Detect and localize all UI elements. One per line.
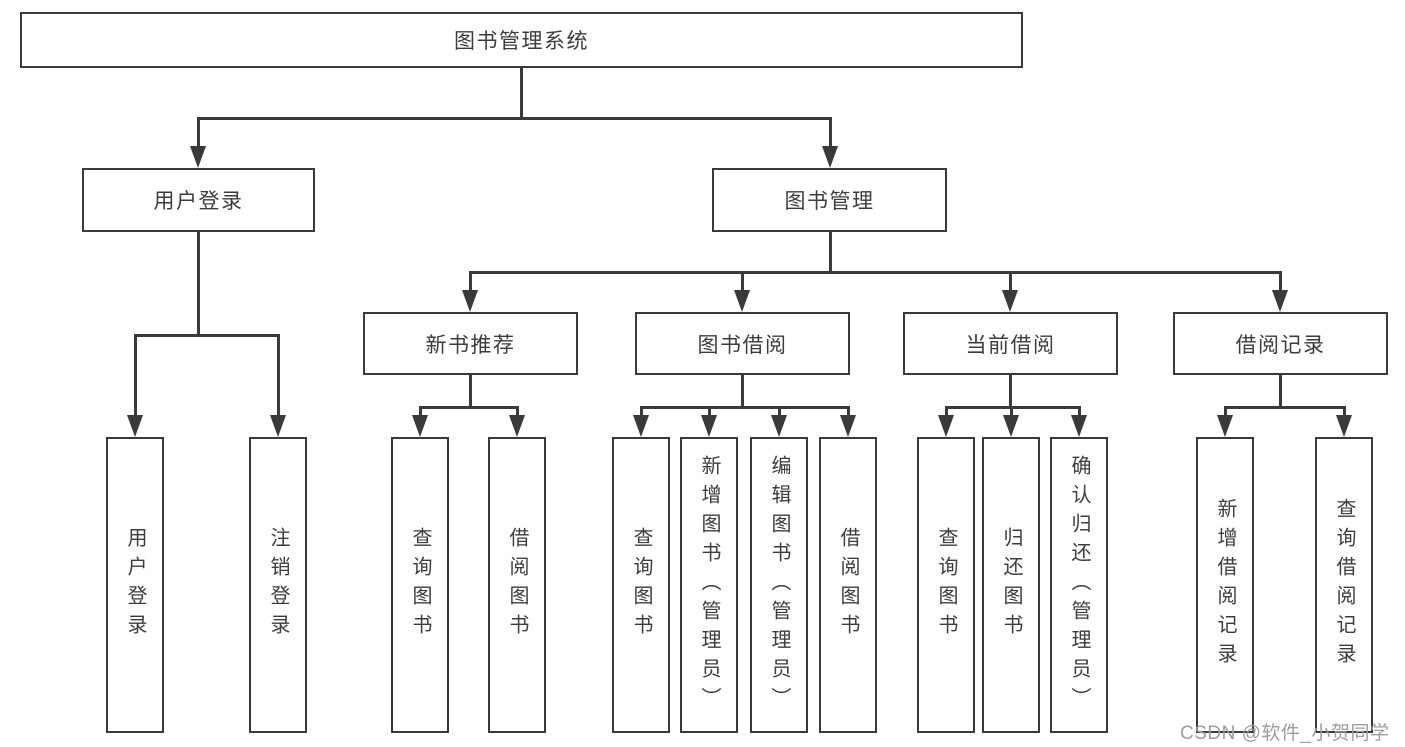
connector-line-v: [1009, 271, 1012, 291]
node-book-management: 图书管理: [712, 168, 947, 232]
arrow-down-icon: [771, 415, 787, 437]
connector-line-v: [1009, 375, 1012, 408]
connector-line-v: [516, 406, 519, 417]
arrow-down-icon: [822, 146, 838, 168]
leaf-borrow-edit-books-admin: 编辑图书（管理员）: [750, 437, 808, 733]
connector-line-h: [197, 117, 832, 120]
connector-line-v: [1279, 271, 1282, 291]
leaf-borrow-add-books-admin: 新增图书（管理员）: [680, 437, 738, 733]
node-user-login: 用户登录: [82, 168, 315, 232]
node-root-library-system: 图书管理系统: [20, 12, 1023, 68]
arrow-down-icon: [127, 415, 143, 437]
leaf-current-return-books: 归还图书: [982, 437, 1040, 733]
connector-line-v: [1343, 406, 1346, 417]
connector-line-v: [469, 271, 472, 291]
connector-line-v: [708, 406, 711, 417]
connector-line-v: [1279, 375, 1282, 408]
arrow-down-icon: [840, 415, 856, 437]
connector-line-h: [469, 271, 1281, 274]
leaf-current-query-books: 查询图书: [917, 437, 975, 733]
connector-line-v: [741, 375, 744, 408]
leaf-record-query-borrow-record: 查询借阅记录: [1315, 437, 1373, 733]
node-new-book-recommend: 新书推荐: [363, 312, 578, 375]
watermark-text: CSDN @软件_小贺同学: [1180, 723, 1390, 744]
connector-line-v: [1224, 406, 1227, 417]
leaf-logout: 注销登录: [249, 437, 307, 733]
connector-line-v: [197, 117, 200, 147]
connector-line-v: [945, 406, 948, 417]
connector-line-v: [1010, 406, 1013, 417]
arrow-down-icon: [701, 415, 717, 437]
node-borrow-record: 借阅记录: [1173, 312, 1388, 375]
arrow-down-icon: [633, 415, 649, 437]
arrow-down-icon: [1002, 290, 1018, 312]
arrow-down-icon: [1336, 415, 1352, 437]
connector-line-v: [847, 406, 850, 417]
leaf-newbook-borrow-books: 借阅图书: [488, 437, 546, 733]
connector-line-h: [419, 406, 518, 409]
arrow-down-icon: [1071, 415, 1087, 437]
connector-line-v: [829, 117, 832, 147]
connector-line-v: [469, 375, 472, 408]
arrow-down-icon: [462, 290, 478, 312]
connector-line-v: [197, 232, 200, 336]
node-book-borrow: 图书借阅: [635, 312, 850, 375]
arrow-down-icon: [1272, 290, 1288, 312]
leaf-borrow-query-books: 查询图书: [612, 437, 670, 733]
leaf-borrow-borrow-books: 借阅图书: [819, 437, 877, 733]
leaf-user-login: 用户登录: [106, 437, 164, 733]
connector-line-v: [741, 271, 744, 291]
connector-line-h: [640, 406, 849, 409]
connector-line-h: [1224, 406, 1345, 409]
arrow-down-icon: [509, 415, 525, 437]
arrow-down-icon: [190, 146, 206, 168]
connector-line-v: [1078, 406, 1081, 417]
leaf-record-add-borrow-record: 新增借阅记录: [1196, 437, 1254, 733]
arrow-down-icon: [270, 415, 286, 437]
connector-line-v: [520, 68, 523, 119]
connector-line-h: [945, 406, 1080, 409]
arrow-down-icon: [938, 415, 954, 437]
connector-line-v: [640, 406, 643, 417]
arrow-down-icon: [412, 415, 428, 437]
connector-line-v: [829, 232, 832, 273]
arrow-down-icon: [734, 290, 750, 312]
connector-line-v: [778, 406, 781, 417]
leaf-newbook-query-books: 查询图书: [391, 437, 449, 733]
connector-line-v: [419, 406, 422, 417]
node-current-borrow: 当前借阅: [903, 312, 1118, 375]
connector-line-v: [277, 334, 280, 416]
arrow-down-icon: [1217, 415, 1233, 437]
leaf-current-confirm-return-admin: 确认归还（管理员）: [1050, 437, 1108, 733]
arrow-down-icon: [1003, 415, 1019, 437]
connector-line-h: [134, 334, 280, 337]
connector-line-v: [134, 334, 137, 416]
